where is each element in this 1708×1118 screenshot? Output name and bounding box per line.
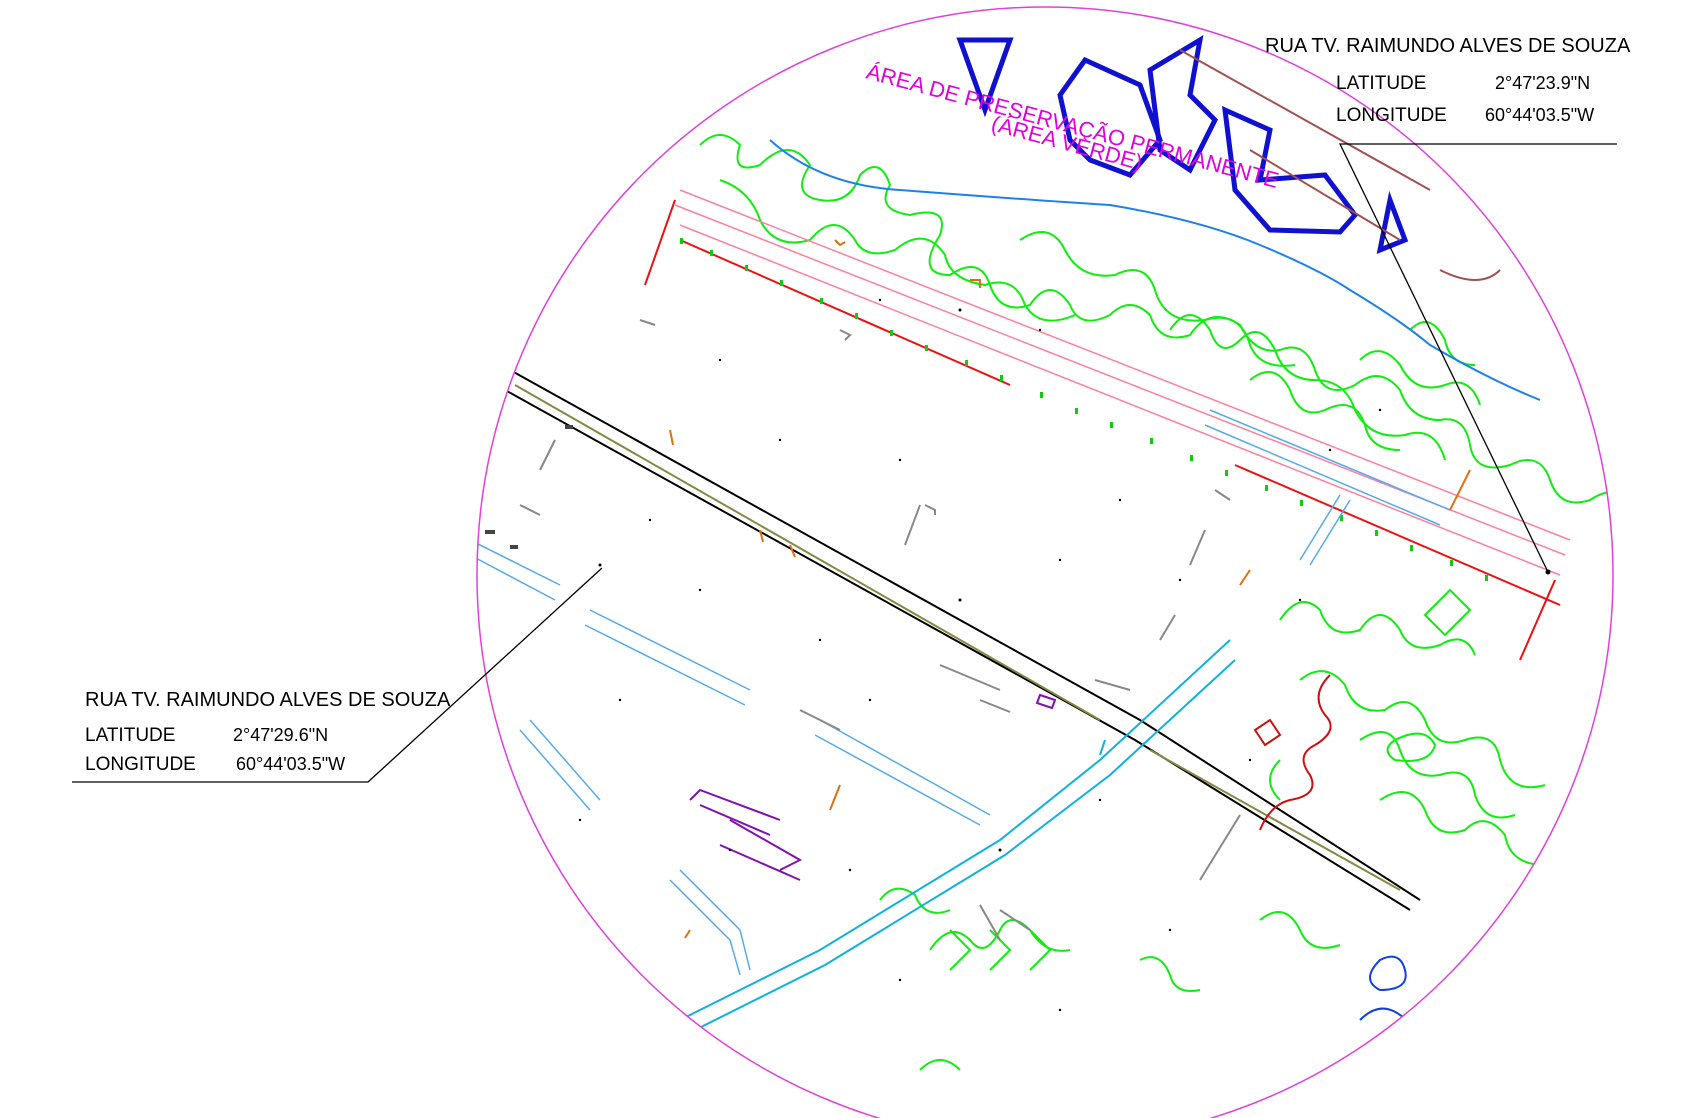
callout-south: RUA TV. RAIMUNDO ALVES DE SOUZA LATITUDE… xyxy=(85,689,451,775)
brown-lines xyxy=(1179,49,1501,281)
callout-north-lat-value: 2°47'23.9"N xyxy=(1495,73,1590,93)
callout-south-lon-label: LONGITUDE xyxy=(85,754,196,775)
leader-lines xyxy=(72,143,1617,783)
streets-light-blue xyxy=(477,409,1451,976)
callout-north: RUA TV. RAIMUNDO ALVES DE SOUZA LATITUDE… xyxy=(1265,35,1631,126)
callout-south-lon-value: 60°44'03.5"W xyxy=(236,754,345,774)
main-road xyxy=(504,369,1421,911)
map-detail xyxy=(477,35,1613,1071)
orange-marks xyxy=(669,239,1471,939)
street-cyan xyxy=(679,639,1236,1036)
map-circle-boundary xyxy=(476,6,1614,1118)
large-outlined-lettering xyxy=(956,35,1409,255)
road-edge xyxy=(514,384,1401,891)
callout-south-lat-value: 2°47'29.6"N xyxy=(233,725,328,745)
red-winding-line-2 xyxy=(1253,718,1282,747)
callout-north-lon-value: 60°44'03.5"W xyxy=(1485,105,1594,125)
point-marker-north xyxy=(1545,569,1551,575)
vegetation-contours xyxy=(699,134,1613,1071)
grey-structures xyxy=(519,319,1241,941)
street-band-pink xyxy=(674,189,1571,576)
callout-south-lat-label: LATITUDE xyxy=(85,725,175,746)
survey-points xyxy=(578,298,1382,1012)
callout-south-street: RUA TV. RAIMUNDO ALVES DE SOUZA xyxy=(85,689,451,711)
dark-blocks xyxy=(485,425,573,549)
callout-north-lat-label: LATITUDE xyxy=(1336,73,1426,94)
lot-boundary-red xyxy=(644,199,1561,661)
lot-markers xyxy=(680,238,1488,581)
callout-north-lon-label: LONGITUDE xyxy=(1336,105,1447,126)
callout-north-street: RUA TV. RAIMUNDO ALVES DE SOUZA xyxy=(1265,35,1631,57)
purple-structures xyxy=(689,693,1057,881)
red-winding-line xyxy=(1259,674,1332,831)
